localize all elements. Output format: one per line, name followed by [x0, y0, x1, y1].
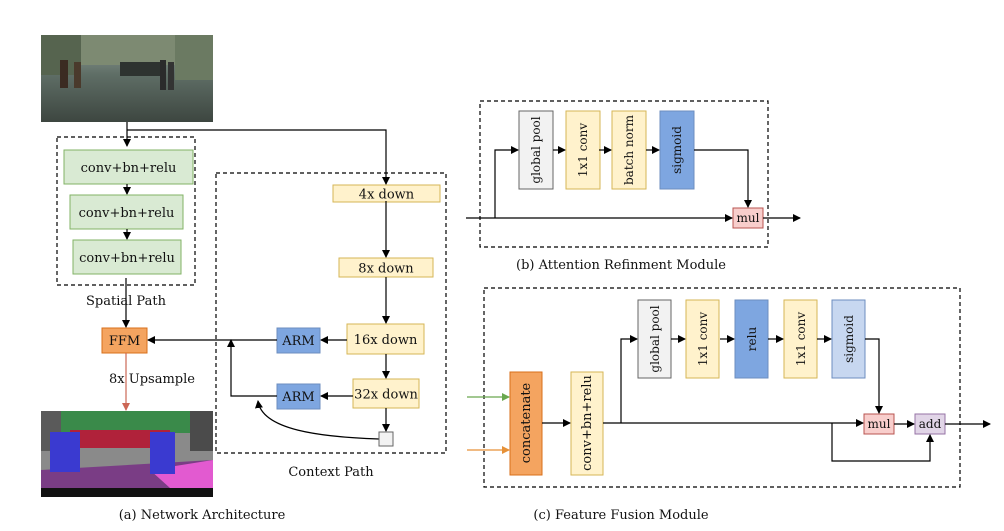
spatial-path-box — [56, 136, 196, 286]
context-block-label-4: 32x down — [354, 388, 418, 403]
input-image — [41, 35, 213, 122]
spatial-block-1: conv+bn+relu — [63, 149, 194, 185]
arm-label-1: ARM — [281, 334, 315, 349]
ffm-module-label-2: 1x1 conv — [696, 312, 710, 367]
ffm-cbr-label: conv+bn+relu — [580, 375, 595, 471]
ffm-module-label-1: global pool — [648, 305, 662, 372]
context-block-4: 32x down — [352, 378, 420, 409]
ffm-label: FFM — [109, 334, 140, 349]
context-path-label: Context Path — [288, 465, 374, 480]
ffm-module-block-5: sigmoid — [831, 299, 866, 379]
ffm-module-block-2: 1x1 conv — [685, 299, 720, 379]
caption-a: (a) Network Architecture — [119, 508, 286, 523]
ffm-mul-block: mul — [863, 413, 895, 435]
arm-module-label-1: global pool — [529, 116, 543, 183]
caption-c: (c) Feature Fusion Module — [533, 508, 708, 523]
ffm-module-block-1: global pool — [637, 299, 672, 379]
output-segmentation — [41, 411, 213, 497]
arm-module-block-2: 1x1 conv — [565, 110, 601, 190]
arm-mul-label: mul — [737, 211, 760, 225]
context-block-1: 4x down — [332, 184, 441, 203]
concatenate-label: concatenate — [519, 382, 534, 463]
concatenate-block: concatenate — [509, 371, 543, 476]
arm-module-label-4: sigmoid — [670, 126, 684, 174]
arm-module-block-4: sigmoid — [659, 110, 695, 190]
spatial-block-label-3: conv+bn+relu — [79, 251, 175, 266]
arm-module-box — [479, 100, 769, 248]
ffm-conv-bn-relu-block: conv+bn+relu — [570, 371, 604, 476]
spatial-block-2: conv+bn+relu — [69, 194, 184, 230]
ffm-module-block-3: relu — [734, 299, 769, 379]
spatial-block-label-1: conv+bn+relu — [81, 161, 177, 176]
ffm-module-block-4: 1x1 conv — [783, 299, 818, 379]
spatial-block-label-2: conv+bn+relu — [79, 206, 175, 221]
spatial-block-3: conv+bn+relu — [72, 239, 182, 275]
upsample-label: 8x Upsample — [109, 372, 195, 387]
global-pool-node — [378, 431, 394, 447]
ffm-block: FFM — [101, 327, 148, 354]
ffm-add-label: add — [919, 417, 942, 431]
context-block-3: 16x down — [346, 323, 425, 355]
arm-label-2: ARM — [281, 390, 315, 405]
arm-module-block-3: batch norm — [611, 110, 647, 190]
arm-block-1: ARM — [276, 327, 321, 354]
context-block-label-3: 16x down — [354, 333, 418, 348]
ffm-add-block: add — [914, 413, 946, 435]
arm-mul-block: mul — [732, 207, 764, 229]
arm-module-label-2: 1x1 conv — [576, 123, 590, 178]
context-block-2: 8x down — [338, 257, 434, 278]
caption-b: (b) Attention Refinment Module — [516, 258, 726, 273]
ffm-mul-label: mul — [868, 417, 891, 431]
arm-module-block-1: global pool — [518, 110, 554, 190]
context-block-label-1: 4x down — [359, 188, 415, 203]
ffm-module-box — [483, 287, 961, 488]
ffm-module-label-5: sigmoid — [842, 315, 856, 363]
ffm-module-label-4: 1x1 conv — [794, 312, 808, 367]
arm-block-2: ARM — [276, 383, 321, 410]
ffm-module-label-3: relu — [745, 327, 759, 352]
context-block-label-2: 8x down — [358, 262, 414, 277]
arm-module-label-3: batch norm — [622, 114, 636, 185]
context-path-box — [215, 172, 447, 454]
